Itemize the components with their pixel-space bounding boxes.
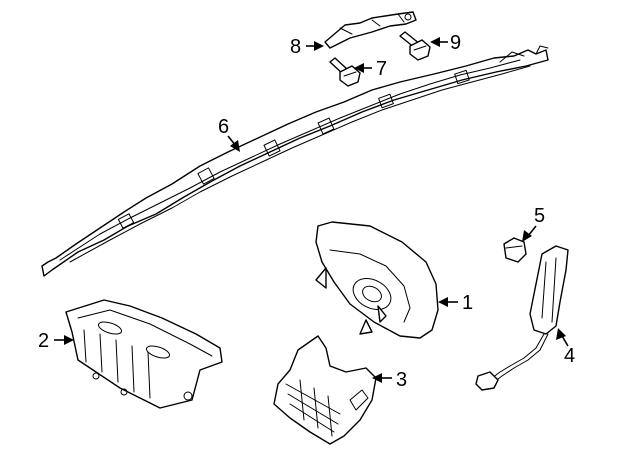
part-4-side-airbag <box>475 245 569 391</box>
callout-2: 2 <box>38 330 49 352</box>
callout-labels: 1 2 3 4 5 6 7 8 9 <box>38 32 575 391</box>
part-3-knee-airbag <box>273 335 377 445</box>
callout-leaders <box>54 37 569 383</box>
callout-1: 1 <box>462 292 473 314</box>
part-2-passenger-airbag <box>65 299 223 409</box>
callout-4: 4 <box>564 345 575 367</box>
part-7-bolt <box>329 57 361 87</box>
callout-8: 8 <box>290 36 301 58</box>
part-6-curtain-airbag <box>41 45 549 277</box>
part-5-cap <box>503 237 527 263</box>
callout-5: 5 <box>534 205 545 227</box>
callout-3: 3 <box>396 369 407 391</box>
part-8-bracket <box>324 11 417 49</box>
part-1-driver-airbag <box>315 221 439 339</box>
callout-7: 7 <box>376 58 387 80</box>
part-9-bolt <box>399 31 431 61</box>
callout-9: 9 <box>450 32 461 54</box>
callout-6: 6 <box>218 116 229 138</box>
